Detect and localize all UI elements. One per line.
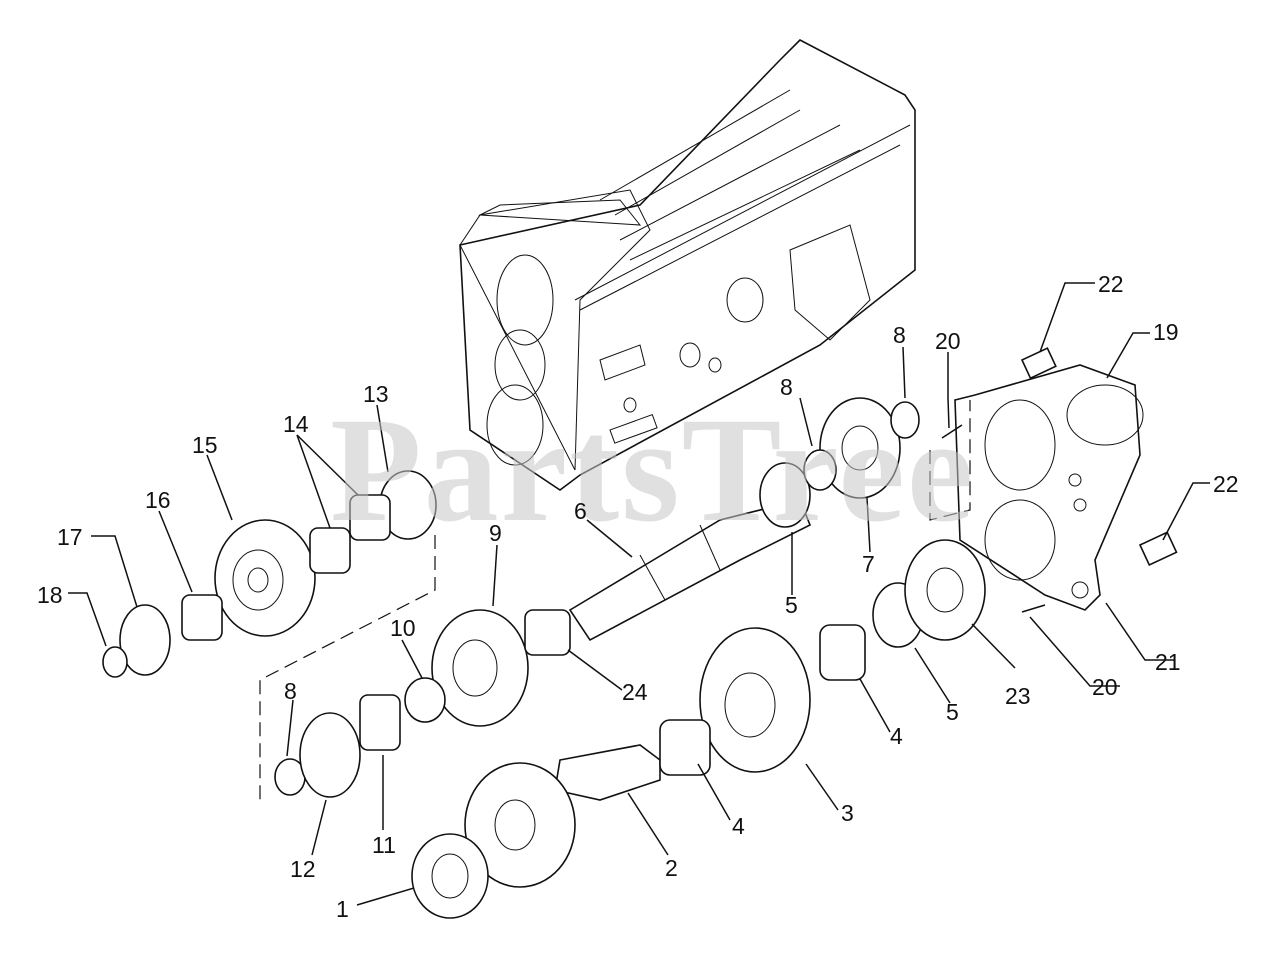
bearing-24	[524, 609, 571, 656]
callout-15: 15	[192, 432, 218, 458]
rear-cover	[954, 364, 1144, 611]
bearing-7	[819, 397, 901, 499]
bearing-12	[299, 712, 361, 798]
callout-22-upper: 22	[1098, 271, 1124, 297]
callout-16: 16	[145, 487, 171, 513]
callout-23: 23	[1005, 683, 1031, 709]
callout-18: 18	[37, 582, 63, 608]
bearing-7-inner	[841, 425, 879, 471]
callout-21: 21	[1155, 649, 1181, 675]
callout-8-c: 8	[284, 678, 297, 704]
callout-4-lower: 4	[732, 813, 745, 839]
bearing-4-lower	[659, 719, 711, 776]
gear-9	[431, 609, 529, 727]
bearing-4-upper	[819, 624, 866, 681]
bolt-22-lower	[1138, 531, 1178, 567]
callout-10: 10	[390, 615, 416, 641]
ring-5-upper	[759, 462, 811, 528]
washer-10	[404, 677, 446, 723]
pin-20-lower	[1021, 604, 1046, 613]
callout-2: 2	[665, 855, 678, 881]
ring-18	[102, 646, 128, 678]
callout-7: 7	[862, 551, 875, 577]
bearing-16	[181, 594, 223, 641]
callout-5-upper: 5	[785, 592, 798, 618]
callout-8-a: 8	[780, 374, 793, 400]
snap-ring-8-b	[890, 401, 920, 439]
bearing-23-inner	[926, 567, 964, 613]
shaft-6	[568, 499, 812, 642]
bolt-22-upper	[1020, 347, 1057, 380]
gear-3	[699, 627, 811, 773]
callout-9: 9	[489, 520, 502, 546]
callout-4-upper: 4	[890, 723, 903, 749]
callout-8-b: 8	[893, 322, 906, 348]
transmission-housing	[459, 39, 916, 491]
callout-14: 14	[283, 411, 309, 437]
pin-20-upper	[941, 424, 963, 439]
gear-2	[464, 762, 576, 888]
bearing-1-inner	[431, 853, 469, 899]
bearing-14-b	[309, 527, 351, 574]
shaft-2	[554, 744, 661, 801]
callout-20-lower: 20	[1092, 674, 1118, 700]
callout-5-lower: 5	[946, 699, 959, 725]
bearing-23	[904, 539, 986, 641]
collar-17	[119, 604, 171, 676]
alignment-guides	[259, 400, 971, 800]
gear-15	[214, 519, 316, 637]
callout-11: 11	[372, 832, 396, 858]
callout-24: 24	[622, 679, 648, 705]
callout-19: 19	[1153, 319, 1179, 345]
snap-ring-8-a	[803, 449, 837, 491]
leader-lines	[68, 282, 1210, 906]
callout-6: 6	[574, 498, 587, 524]
callout-22-lower: 22	[1213, 471, 1239, 497]
callout-17: 17	[57, 524, 83, 550]
bearing-11	[359, 694, 401, 751]
callout-3: 3	[841, 800, 854, 826]
bearing-1	[411, 833, 489, 919]
callout-12: 12	[290, 856, 316, 882]
callout-13: 13	[363, 381, 389, 407]
callout-1: 1	[336, 896, 349, 922]
callout-20-upper: 20	[935, 328, 961, 354]
bearing-14-a	[349, 494, 391, 541]
